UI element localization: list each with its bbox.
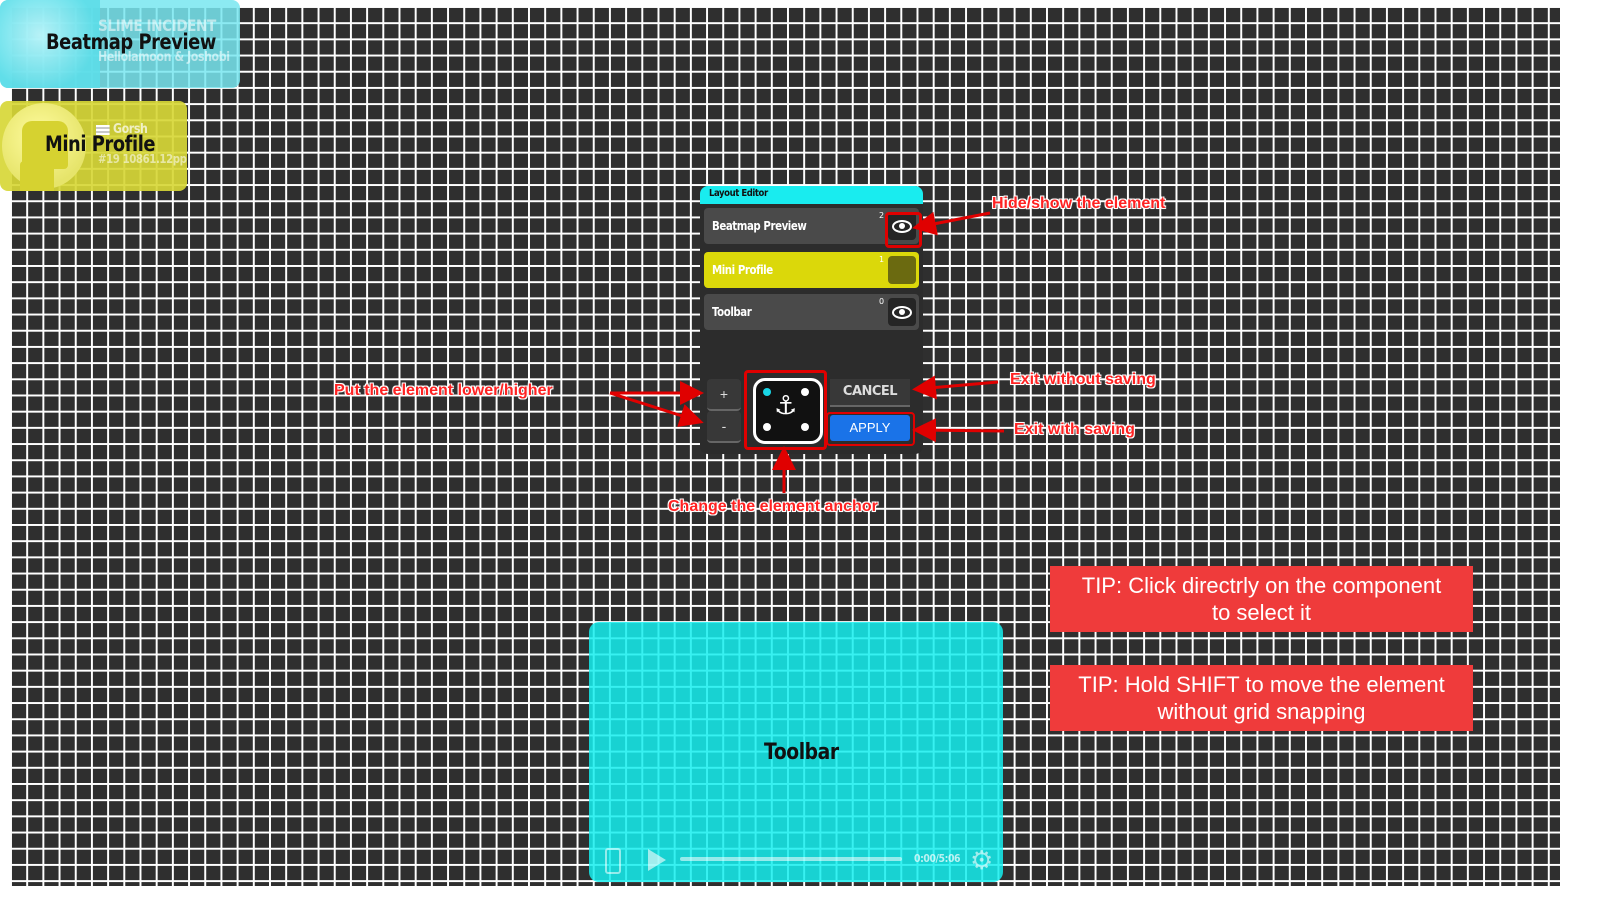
- anchor-selector[interactable]: ⚓: [753, 378, 823, 444]
- anchor-top-right-dot[interactable]: [801, 388, 809, 396]
- anchor-bottom-left-dot[interactable]: [763, 423, 771, 431]
- editor-title: Layout Editor: [709, 188, 768, 199]
- layer-name: Toolbar: [712, 305, 752, 319]
- highlight-anchor-selector: [744, 370, 827, 450]
- toolbar-label: Toolbar: [764, 740, 839, 765]
- beatmap-background-art: [0, 0, 100, 88]
- apply-button[interactable]: APPLY: [830, 415, 910, 441]
- hat-icon: [22, 121, 68, 169]
- gear-icon: ⚙: [970, 845, 994, 875]
- toolbar-element[interactable]: [589, 622, 1003, 882]
- annotation-hide-show: Hide/show the element: [992, 195, 1166, 212]
- layer-order: 1: [879, 255, 885, 264]
- raise-layer-button[interactable]: +: [707, 379, 741, 411]
- layer-order: 0: [879, 297, 885, 306]
- editor-header[interactable]: Layout Editor: [700, 186, 923, 204]
- beatmap-preview-label: Beatmap Preview: [46, 30, 216, 54]
- mini-profile-label: Mini Profile: [45, 132, 156, 156]
- anchor-icon: ⚓: [774, 391, 798, 421]
- lower-layer-button[interactable]: -: [707, 411, 741, 443]
- tip-text-line: TIP: Hold SHIFT to move the element: [1078, 672, 1445, 697]
- avatar: [2, 103, 86, 189]
- layer-order: 2: [879, 211, 885, 220]
- tip-text-line: without grid snapping: [1157, 699, 1366, 724]
- eye-icon: [892, 219, 912, 233]
- tip-text-line: to select it: [1211, 600, 1312, 625]
- visibility-toggle-button[interactable]: [888, 256, 916, 284]
- toolbar-time: 0:00/5:06: [914, 852, 961, 865]
- tip-box-select: TIP: Click directrly on the component to…: [1050, 566, 1473, 632]
- mini-profile-label-wrap: Mini Profile: [45, 132, 175, 156]
- eye-icon: [892, 305, 912, 319]
- layer-row-beatmap-preview[interactable]: Beatmap Preview 2: [704, 208, 919, 244]
- visibility-toggle-button[interactable]: [888, 212, 916, 240]
- layer-row-mini-profile[interactable]: Mini Profile 1: [704, 252, 919, 288]
- seek-bar: [680, 857, 902, 861]
- flag-icon: [96, 124, 110, 135]
- annotation-change-anchor: Change the element anchor: [668, 498, 878, 515]
- tip-box-shift: TIP: Hold SHIFT to move the element with…: [1050, 665, 1473, 731]
- layer-name: Beatmap Preview: [712, 219, 807, 233]
- annotation-exit-with-saving: Exit with saving: [1014, 421, 1135, 438]
- profile-username: Gorsh: [96, 122, 148, 137]
- visibility-toggle-button[interactable]: [888, 298, 916, 326]
- highlight-apply-button: [826, 412, 915, 446]
- username-text: Gorsh: [113, 122, 148, 137]
- annotation-exit-without-saving: Exit without saving: [1010, 371, 1156, 388]
- anchor-bottom-right-dot[interactable]: [801, 423, 809, 431]
- tip-text-line: TIP: Click directrly on the component: [1081, 573, 1442, 598]
- layer-row-toolbar[interactable]: Toolbar 0: [704, 294, 919, 330]
- annotation-lower-higher: Put the element lower/higher: [334, 382, 553, 399]
- anchor-top-left-dot[interactable]: [763, 388, 771, 396]
- beatmap-artist: Hellolamoon & Joshobi: [98, 50, 230, 65]
- phone-icon: [605, 848, 621, 874]
- beatmap-preview-element[interactable]: SLIME INCIDENT Hellolamoon & Joshobi Bea…: [0, 0, 240, 88]
- play-icon: [648, 849, 666, 871]
- highlight-visibility-toggle: [885, 212, 922, 248]
- profile-stats: #19 10861.12pp: [98, 152, 187, 166]
- beatmap-song-title: SLIME INCIDENT: [98, 16, 216, 35]
- cancel-button[interactable]: CANCEL: [830, 379, 910, 407]
- mini-profile-element[interactable]: Gorsh #19 10861.12pp: [0, 101, 187, 191]
- layer-name: Mini Profile: [712, 263, 773, 277]
